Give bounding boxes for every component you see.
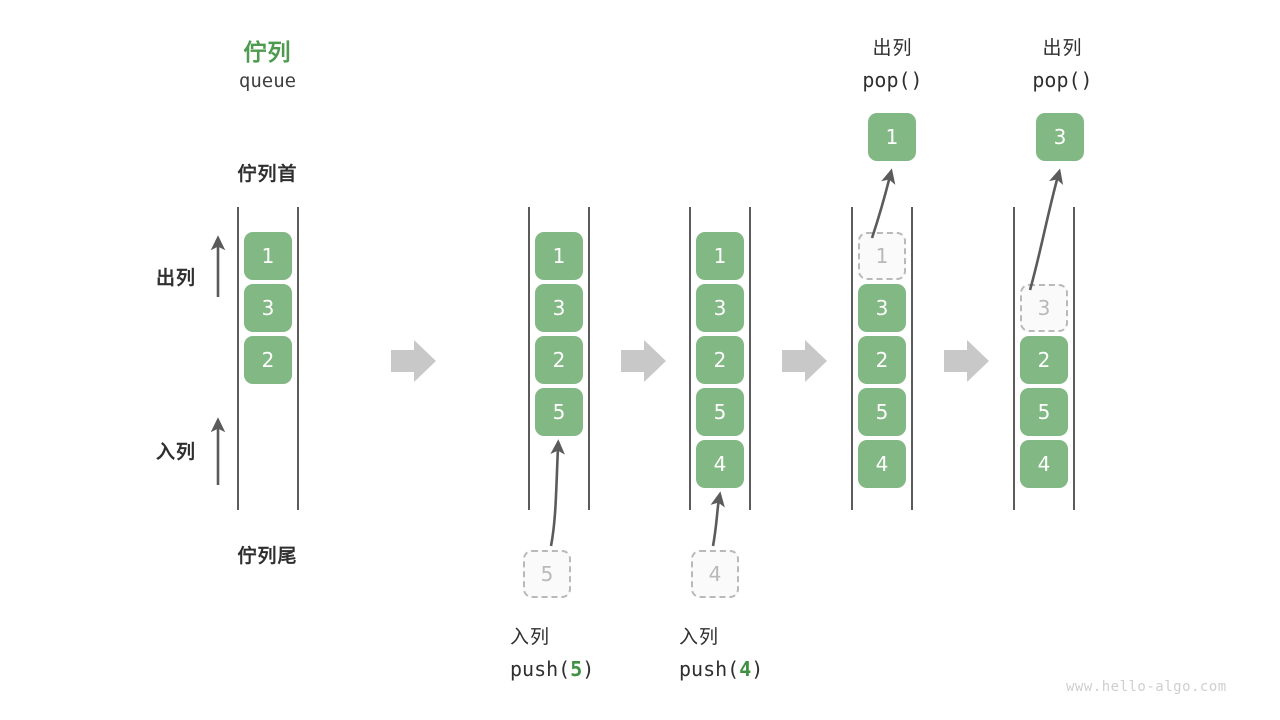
queue-cell: 2 xyxy=(858,336,906,384)
diagram-title-cn: 佇列 xyxy=(243,39,292,65)
queue-cell: 3 xyxy=(696,284,744,332)
queue-cell-removed: 1 xyxy=(858,232,906,280)
watermark: www.hello-algo.com xyxy=(1066,679,1227,695)
queue-rail-right xyxy=(749,207,751,510)
queue-cell: 2 xyxy=(1020,336,1068,384)
queue-cell: 4 xyxy=(858,440,906,488)
queue-cell: 3 xyxy=(244,284,292,332)
queue-rail-left xyxy=(237,207,239,510)
queue-rail-right xyxy=(1073,207,1075,510)
pop-operation-code: pop() xyxy=(1032,68,1093,92)
queue-cell: 5 xyxy=(858,388,906,436)
push-operation-label-cn: 入列 xyxy=(679,627,720,648)
push-code-argument: 4 xyxy=(739,657,752,681)
push-4-arrow xyxy=(710,491,725,547)
queue-rail-left xyxy=(1013,207,1015,510)
step-arrow xyxy=(621,340,666,382)
queue-cell: 2 xyxy=(244,336,292,384)
queue-rail-right xyxy=(297,207,299,510)
queue-rail-right xyxy=(911,207,913,510)
queue-cell: 2 xyxy=(696,336,744,384)
pop-3-arrow xyxy=(1028,168,1064,291)
queue-cell: 1 xyxy=(535,232,583,280)
pop-operation-label-cn: 出列 xyxy=(1042,38,1083,59)
step-arrow xyxy=(782,340,827,382)
queue-cell: 4 xyxy=(696,440,744,488)
push-operation-code: push(5) xyxy=(510,657,710,681)
push-operation-label-cn: 入列 xyxy=(510,627,551,648)
step-arrow xyxy=(391,340,436,382)
pop-operation-label-cn: 出列 xyxy=(872,38,913,59)
queue-rail-left xyxy=(851,207,853,510)
queue-cell: 1 xyxy=(244,232,292,280)
queue-head-label: 佇列首 xyxy=(237,164,298,185)
incoming-ghost-cell: 4 xyxy=(691,550,739,598)
queue-cell-removed: 3 xyxy=(1020,284,1068,332)
queue-cell: 4 xyxy=(1020,440,1068,488)
dequeue-direction-label: 出列 xyxy=(155,268,196,289)
queue-cell: 5 xyxy=(1020,388,1068,436)
push-code-prefix: push( xyxy=(510,657,571,681)
diagram-title-en: queue xyxy=(238,70,297,92)
queue-rail-left xyxy=(689,207,691,510)
queue-tail-label: 佇列尾 xyxy=(237,546,298,567)
queue-cell: 1 xyxy=(696,232,744,280)
push-code-suffix: ) xyxy=(582,657,595,681)
queue-cell: 3 xyxy=(858,284,906,332)
queue-cell: 3 xyxy=(535,284,583,332)
incoming-ghost-cell: 5 xyxy=(523,550,571,598)
enqueue-direction-label: 入列 xyxy=(155,442,196,463)
queue-cell: 2 xyxy=(535,336,583,384)
queue-cell: 5 xyxy=(696,388,744,436)
queue-rail-left xyxy=(528,207,530,510)
push-code-prefix: push( xyxy=(679,657,740,681)
pop-operation-code: pop() xyxy=(862,68,923,92)
popped-cell: 3 xyxy=(1036,113,1084,161)
queue-cell: 5 xyxy=(535,388,583,436)
push-code-suffix: ) xyxy=(751,657,764,681)
pop-1-arrow xyxy=(870,168,896,239)
queue-rail-right xyxy=(588,207,590,510)
popped-cell: 1 xyxy=(868,113,916,161)
push-code-argument: 5 xyxy=(570,657,583,681)
push-operation-code: push(4) xyxy=(679,657,879,681)
push-5-arrow xyxy=(549,439,565,547)
step-arrow xyxy=(944,340,989,382)
